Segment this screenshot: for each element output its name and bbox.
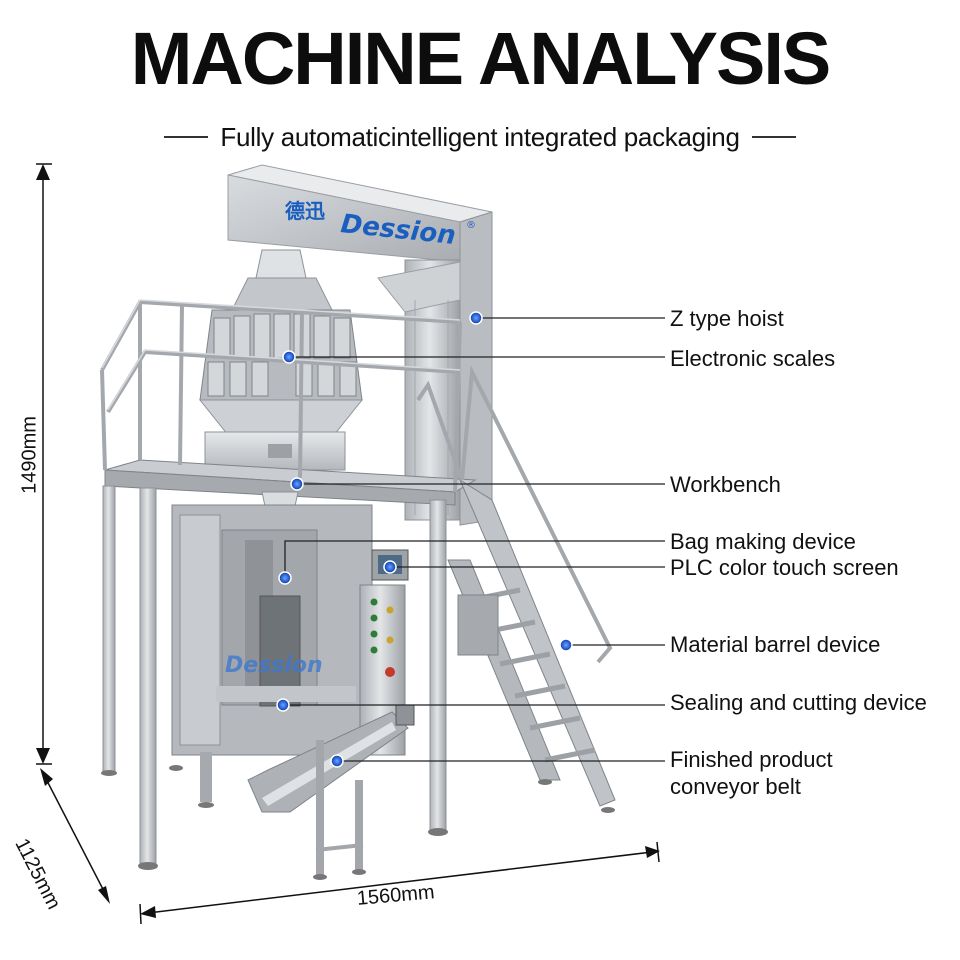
callout-finished-product-conveyor-belt: Finished product conveyor belt: [670, 746, 833, 800]
body-brand-name: Dession: [225, 653, 323, 678]
callout-material-barrel-device: Material barrel device: [670, 632, 881, 657]
height-arrow-bottom: [36, 748, 50, 764]
stairs: [416, 364, 616, 813]
marker-hoist: [469, 311, 483, 325]
subtitle-rule-left: [164, 136, 209, 138]
callout-sealing-and-cutting-device: Sealing and cutting device: [670, 690, 927, 715]
z-type-hoist: [227, 164, 493, 526]
callout-bag-making-device: Bag making device: [670, 529, 856, 554]
callout-electronic-scales: Electronic scales: [670, 346, 836, 371]
callout-plc-color-touch-screen: PLC color touch screen: [670, 555, 899, 580]
callout-line-bag-making: [284, 540, 665, 578]
marker-conveyor: [330, 754, 344, 768]
width-arrow-right: [645, 846, 660, 858]
callout-conveyor-line-2: conveyor belt: [670, 774, 801, 799]
subtitle-rule-right: [751, 136, 796, 138]
callout-z-type-hoist: Z type hoist: [670, 306, 784, 331]
page-title: MACHINE ANALYSIS: [130, 17, 832, 100]
subtitle: Fully automaticintelligent integrated pa…: [220, 121, 740, 152]
callout-conveyor-line-1: Finished product: [670, 747, 833, 772]
height-dimension-label: 1490mm: [18, 416, 41, 494]
bag-making-device: Dession: [169, 491, 373, 808]
width-dim-line: [147, 851, 653, 914]
callout-lines: [283, 317, 665, 762]
finished-product-conveyor: [247, 704, 415, 880]
depth-arrow-bottom: [98, 886, 110, 904]
marker-workbench: [290, 477, 304, 491]
height-arrow-top: [36, 164, 50, 180]
brand-chinese: 德迅: [285, 199, 325, 223]
brand-registered: ®: [466, 220, 476, 231]
width-arrow-left: [140, 906, 156, 918]
electronic-scales: [198, 249, 364, 471]
callout-markers: [276, 311, 573, 768]
subtitle-row: Fully automaticintelligent integrated pa…: [0, 120, 960, 154]
marker-plc: [383, 560, 397, 574]
depth-arrow-top: [40, 768, 53, 786]
dimension-lines: [36, 163, 660, 925]
workbench: [100, 299, 477, 870]
marker-barrel: [559, 638, 573, 652]
marker-bag-making: [278, 571, 292, 585]
marker-sealing: [276, 698, 290, 712]
marker-scales: [282, 350, 296, 364]
depth-dim-line: [43, 774, 108, 898]
callout-workbench: Workbench: [670, 472, 781, 497]
